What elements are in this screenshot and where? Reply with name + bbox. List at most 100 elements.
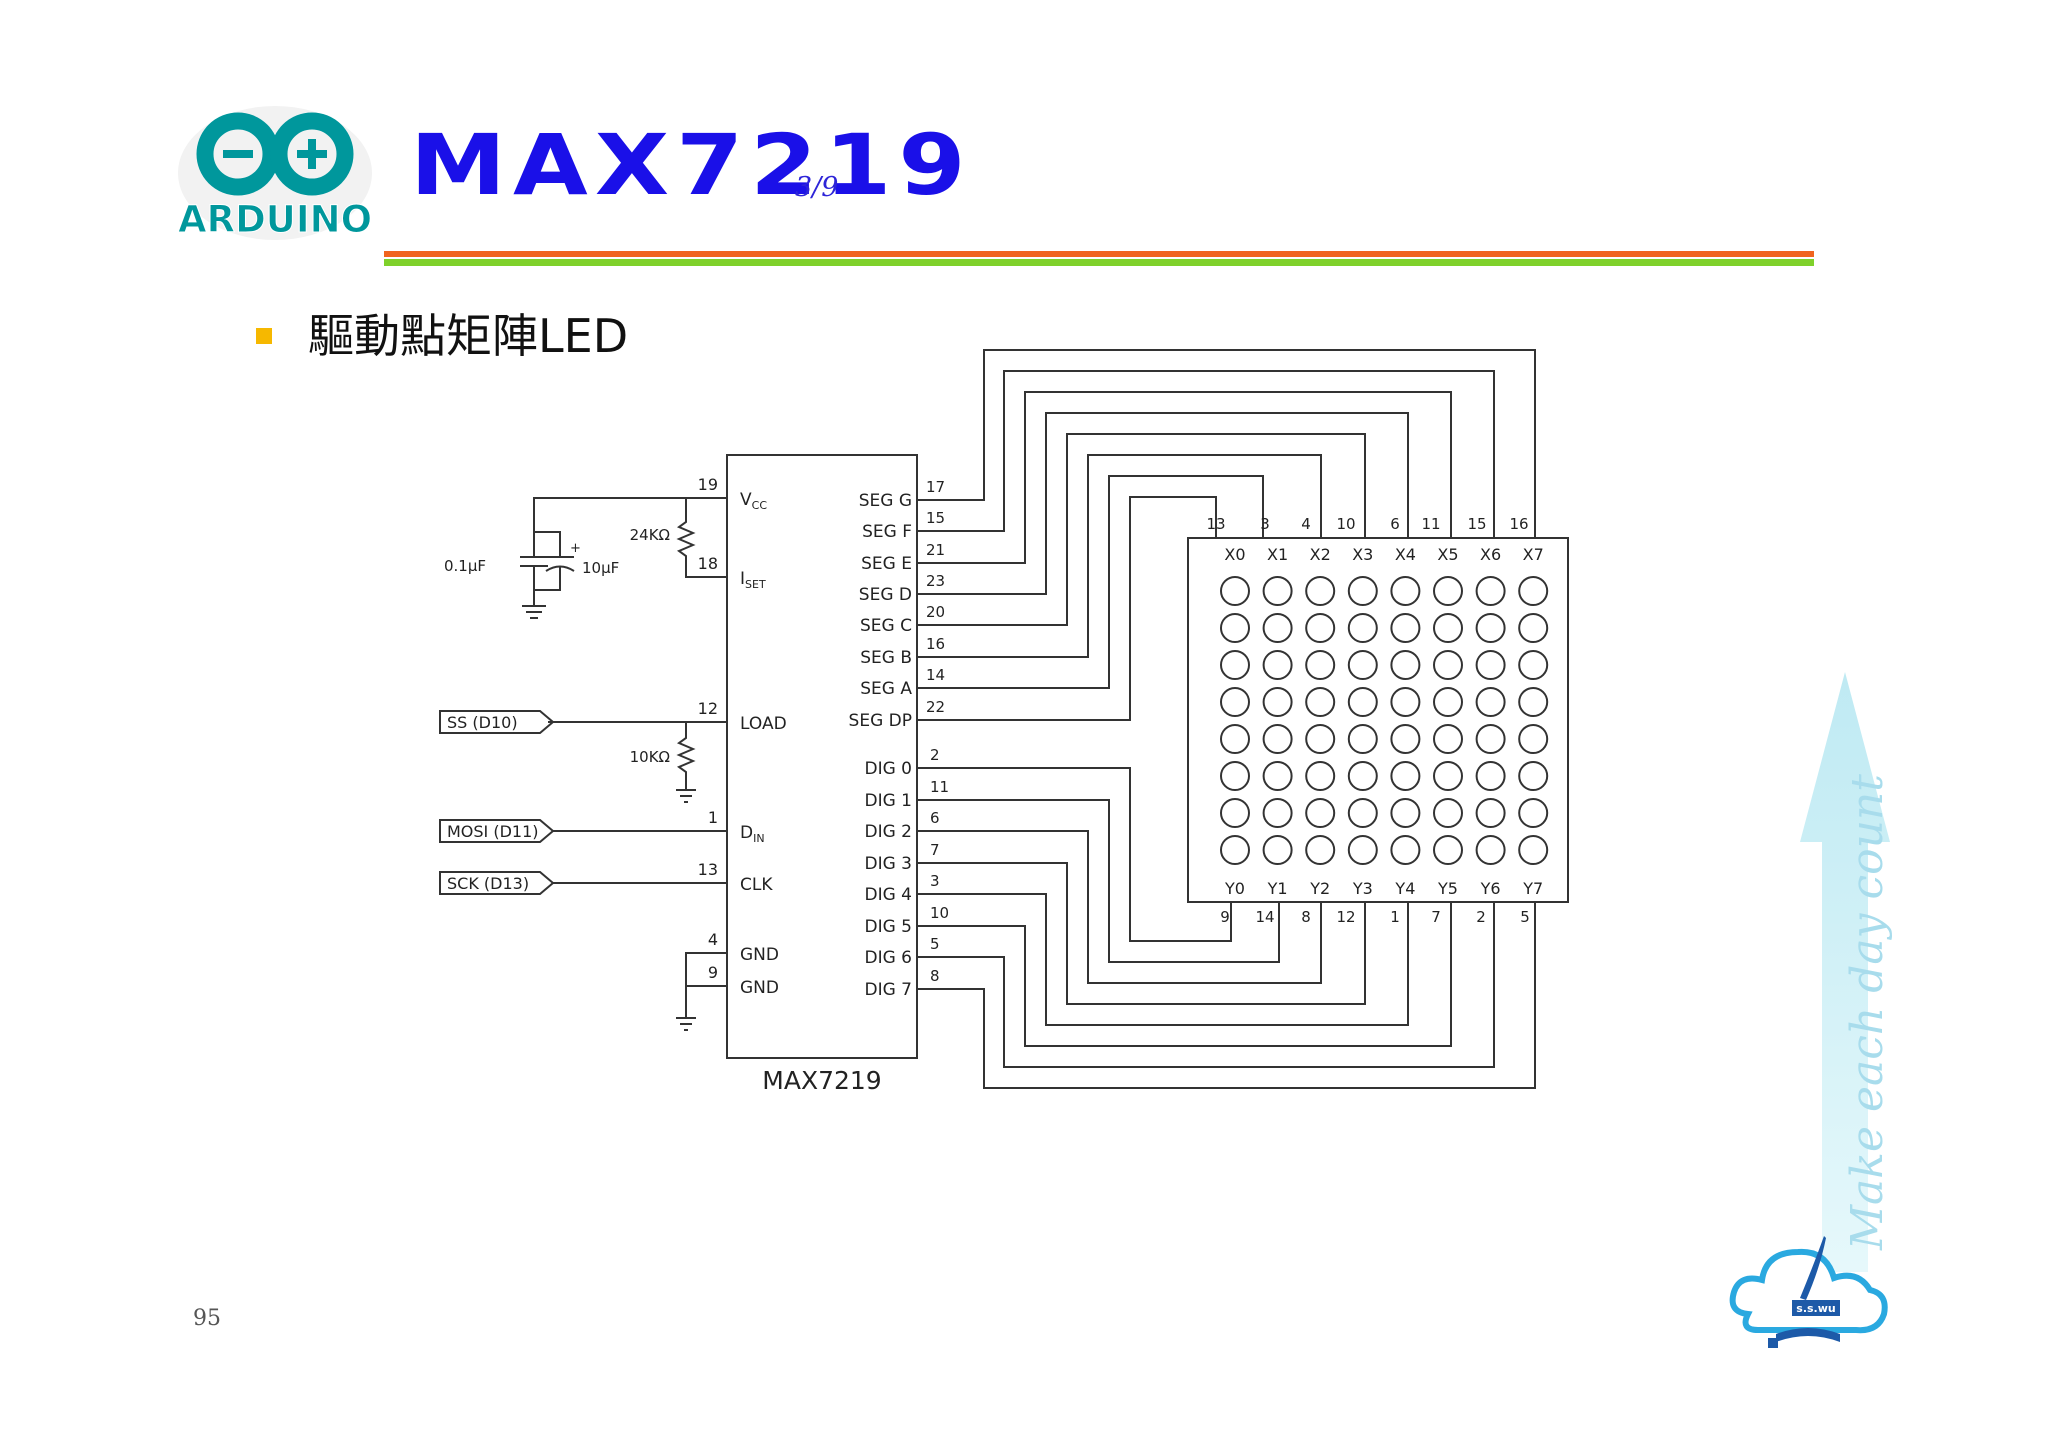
- led-circle: [1433, 724, 1463, 754]
- led-circle: [1390, 576, 1421, 606]
- matrix-bottom-pin-number: 12: [1336, 908, 1355, 926]
- seg-pin-label: SEG A: [860, 679, 912, 699]
- page-title: MAX7219: [410, 116, 973, 214]
- led-circle: [1475, 613, 1506, 643]
- seg-pin-label: SEG B: [860, 648, 912, 668]
- led-circle: [1518, 613, 1549, 643]
- led-circle: [1305, 687, 1336, 717]
- dig-pin-number: 2: [930, 746, 940, 764]
- led-circle: [1220, 724, 1250, 754]
- matrix-bottom-pin-number: 5: [1520, 908, 1530, 926]
- led-circle: [1305, 613, 1336, 643]
- led-circle: [1390, 687, 1421, 717]
- led-circle: [1262, 650, 1293, 680]
- resistor-24k-label: 24KΩ: [630, 526, 670, 544]
- led-circle: [1305, 761, 1336, 791]
- led-circle: [1347, 650, 1378, 680]
- sswu-logo: s.s.wu: [1729, 1236, 1888, 1348]
- left-pin-label: LOAD: [740, 714, 787, 734]
- matrix-row-label: Y6: [1480, 879, 1501, 898]
- matrix-column-label: X0: [1224, 545, 1245, 564]
- seg-wire: [917, 391, 1452, 564]
- led-circle: [1433, 613, 1463, 643]
- dig-wire: [917, 902, 1452, 1047]
- led-circle: [1262, 798, 1293, 828]
- dig-pin-number: 8: [930, 967, 940, 985]
- led-circle: [1347, 613, 1378, 643]
- seg-pin-label: SEG E: [861, 554, 912, 574]
- led-circle: [1347, 576, 1378, 606]
- matrix-column-label: X2: [1310, 545, 1331, 564]
- seg-pin-label: SEG C: [860, 616, 912, 636]
- seg-pin-number: 17: [926, 478, 945, 496]
- led-circle: [1347, 798, 1378, 828]
- left-pin-label-main: CLK: [740, 875, 773, 895]
- led-circle: [1262, 613, 1293, 643]
- up-arrow-decoration: [1800, 672, 1890, 1272]
- left-pin-label-main: D: [740, 823, 753, 843]
- led-circle: [1220, 798, 1250, 828]
- seg-wire: [917, 496, 1217, 721]
- matrix-column-label: X4: [1395, 545, 1416, 564]
- header-rule-green: [384, 259, 1814, 266]
- seg-pin-number: 16: [926, 635, 945, 653]
- capacitor-01uf-label: 0.1μF: [444, 557, 486, 575]
- matrix-top-pin-number: 13: [1206, 515, 1225, 533]
- dig-pin-label: DIG 1: [865, 791, 913, 811]
- led-circle: [1347, 835, 1378, 865]
- page-fraction: 3/9: [795, 172, 839, 203]
- capacitor-10uf-label: 10μF: [582, 559, 619, 577]
- left-pin-number: 18: [698, 554, 718, 573]
- matrix-bottom-pin-number: 14: [1255, 908, 1274, 926]
- matrix-row-label: Y4: [1394, 879, 1415, 898]
- resistor-10k-label: 10KΩ: [630, 748, 670, 766]
- left-pin-label-sub: CC: [752, 499, 768, 512]
- dig-pin-label: DIG 0: [865, 759, 913, 779]
- seg-pin-number: 22: [926, 698, 945, 716]
- header-rule-orange: [384, 251, 1814, 257]
- seg-pin-number: 23: [926, 572, 945, 590]
- led-matrix-body: [1187, 537, 1569, 903]
- dig-wire: [917, 862, 1366, 1005]
- dig-pin-number: 3: [930, 872, 940, 890]
- dig-pin-number: 7: [930, 841, 940, 859]
- left-pin-label-main: GND: [740, 978, 779, 998]
- matrix-column-label: X1: [1267, 545, 1288, 564]
- matrix-top-pin-number: 6: [1390, 515, 1400, 533]
- led-circle: [1475, 576, 1506, 606]
- led-circle: [1433, 798, 1463, 828]
- dig-wire: [917, 893, 1409, 1026]
- dig-pin-label: DIG 4: [865, 885, 913, 905]
- dig-wire: [917, 830, 1322, 984]
- left-pin-number: 13: [698, 860, 718, 879]
- matrix-row-label: Y1: [1267, 879, 1288, 898]
- led-circle: [1390, 798, 1421, 828]
- dig-wire: [917, 767, 1232, 942]
- signal-tag-ss: [439, 710, 555, 734]
- led-circle: [1518, 650, 1549, 680]
- matrix-row-label: Y5: [1437, 879, 1458, 898]
- matrix-bottom-pin-number: 7: [1431, 908, 1441, 926]
- led-circle: [1390, 613, 1421, 643]
- led-circle: [1433, 687, 1463, 717]
- matrix-bottom-pin-number: 8: [1301, 908, 1311, 926]
- dig-pin-label: DIG 7: [865, 980, 913, 1000]
- dig-pin-number: 5: [930, 935, 940, 953]
- signal-tag-label: MOSI (D11): [447, 822, 539, 841]
- left-pin-number: 1: [708, 808, 718, 827]
- led-circle: [1390, 724, 1421, 754]
- led-circle: [1305, 724, 1336, 754]
- chip-body: [726, 454, 918, 1059]
- matrix-bottom-pin-number: 2: [1476, 908, 1486, 926]
- led-circle: [1262, 724, 1293, 754]
- bullet-square-icon: [256, 328, 272, 344]
- left-pin-label-main: LOAD: [740, 714, 787, 734]
- led-circle: [1262, 687, 1293, 717]
- led-circle: [1220, 761, 1250, 791]
- led-circle: [1305, 835, 1336, 865]
- led-circle: [1518, 761, 1549, 791]
- seg-pin-number: 21: [926, 541, 945, 559]
- led-circle: [1220, 650, 1250, 680]
- matrix-column-label: X7: [1523, 545, 1544, 564]
- matrix-top-pin-number: 16: [1509, 515, 1528, 533]
